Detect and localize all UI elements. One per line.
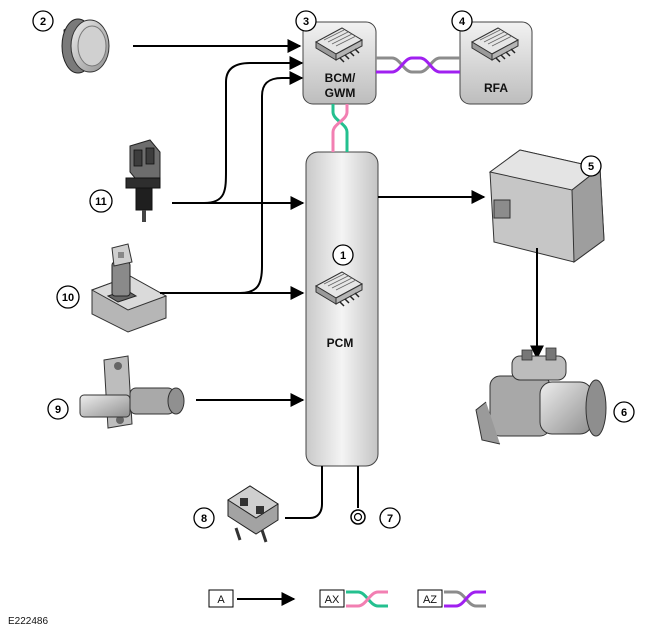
svg-text:8: 8 bbox=[201, 513, 207, 525]
legend-az: AZ bbox=[417, 589, 486, 608]
legend: A AX AZ bbox=[208, 589, 486, 608]
pcm-label: PCM bbox=[327, 336, 354, 350]
switch-component bbox=[125, 139, 161, 222]
svg-text:7: 7 bbox=[387, 513, 393, 525]
svg-text:11: 11 bbox=[95, 196, 107, 208]
svg-text:10: 10 bbox=[62, 292, 74, 304]
legend-a-label: A bbox=[217, 594, 225, 606]
legend-a: A bbox=[208, 589, 296, 608]
svg-text:9: 9 bbox=[55, 404, 61, 416]
callout-6: 6 bbox=[613, 401, 635, 423]
ground-component bbox=[350, 466, 366, 525]
svg-text:6: 6 bbox=[621, 407, 627, 419]
relay-box-component bbox=[488, 149, 605, 263]
bcm-gwm-label-line2: GWM bbox=[325, 86, 356, 100]
callout-1: 1 bbox=[332, 244, 354, 266]
pcm-module: PCM bbox=[305, 151, 379, 467]
callout-2: 2 bbox=[32, 10, 54, 32]
svg-text:4: 4 bbox=[459, 16, 466, 28]
callout-10: 10 bbox=[56, 285, 80, 309]
figure-id: E222486 bbox=[8, 616, 48, 627]
svg-text:3: 3 bbox=[303, 16, 309, 28]
callout-8: 8 bbox=[193, 507, 215, 529]
legend-az-label: AZ bbox=[423, 594, 437, 606]
arrows-from-10 bbox=[160, 71, 305, 300]
legend-ax-label: AX bbox=[325, 594, 340, 606]
callout-3: 3 bbox=[295, 10, 317, 32]
starter-motor-component bbox=[475, 347, 607, 445]
callout-11: 11 bbox=[89, 189, 113, 213]
rfa-label: RFA bbox=[484, 81, 508, 95]
fuse-to-pcm-wire bbox=[285, 466, 323, 519]
az-link-bcm-rfa bbox=[376, 56, 460, 74]
fuse-component bbox=[227, 485, 279, 543]
svg-text:1: 1 bbox=[340, 250, 346, 262]
rfa-module: RFA bbox=[459, 21, 533, 105]
legend-ax: AX bbox=[319, 589, 388, 608]
arrows-from-11 bbox=[172, 56, 305, 210]
bcm-gwm-module: BCM/ GWM bbox=[302, 21, 377, 105]
bcm-gwm-label-line1: BCM/ bbox=[325, 71, 356, 85]
svg-text:5: 5 bbox=[588, 161, 594, 173]
callout-9: 9 bbox=[47, 398, 69, 420]
ax-link-bcm-pcm bbox=[331, 104, 349, 152]
callout-7: 7 bbox=[379, 507, 401, 529]
sensor-component bbox=[79, 355, 185, 429]
callout-4: 4 bbox=[451, 10, 473, 32]
svg-text:2: 2 bbox=[40, 16, 46, 28]
callout-5: 5 bbox=[580, 155, 602, 177]
push-button-component bbox=[61, 18, 110, 74]
gear-selector-component bbox=[90, 243, 168, 333]
